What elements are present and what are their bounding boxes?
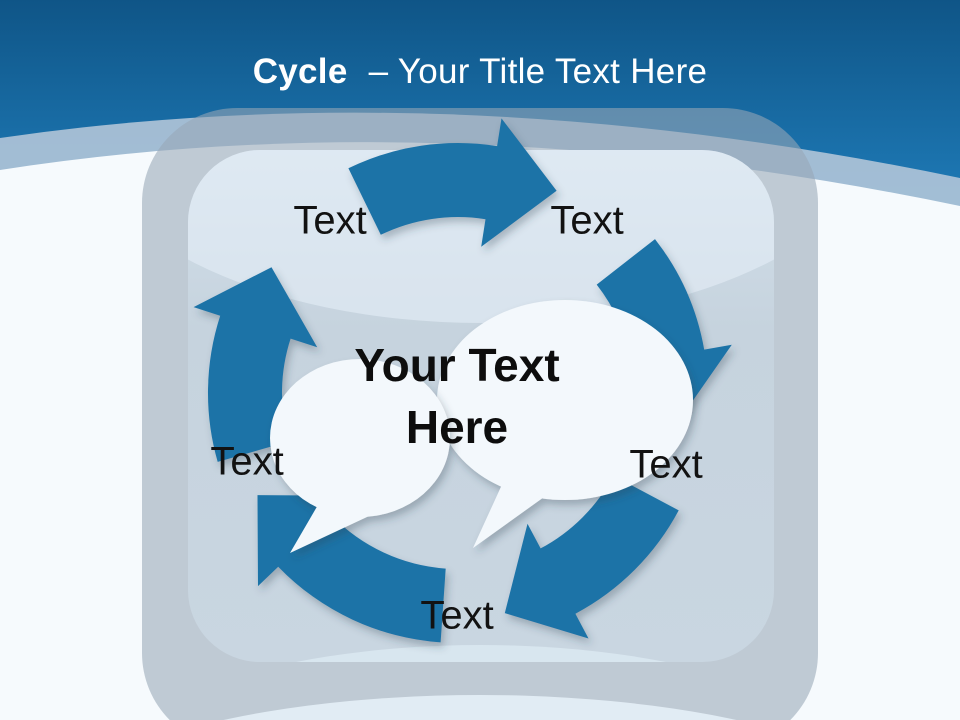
speech-bubble-small[interactable] [270,359,450,553]
cycle-arrow-5[interactable] [193,267,318,462]
cycle-arrow-3[interactable] [504,475,679,639]
center-text-line1: Your Text [354,339,560,391]
label-top-right[interactable]: Text [550,198,624,243]
label-left[interactable]: Text [210,439,284,484]
label-bottom[interactable]: Text [420,593,494,638]
cycle-arrow-1[interactable] [348,118,557,247]
slide-title[interactable]: Cycle – Your Title Text Here [0,52,960,92]
label-top-left[interactable]: Text [293,198,367,243]
center-text-line2: Here [405,401,509,453]
label-right[interactable]: Text [629,442,703,487]
slide-title-regular: – Your Title Text Here [368,52,708,91]
inner-panel-shine [188,150,774,323]
slide-title-bold: Cycle [252,52,348,91]
center-text[interactable]: Your Text Here [354,334,559,458]
speech-bubble-large[interactable] [437,300,693,548]
